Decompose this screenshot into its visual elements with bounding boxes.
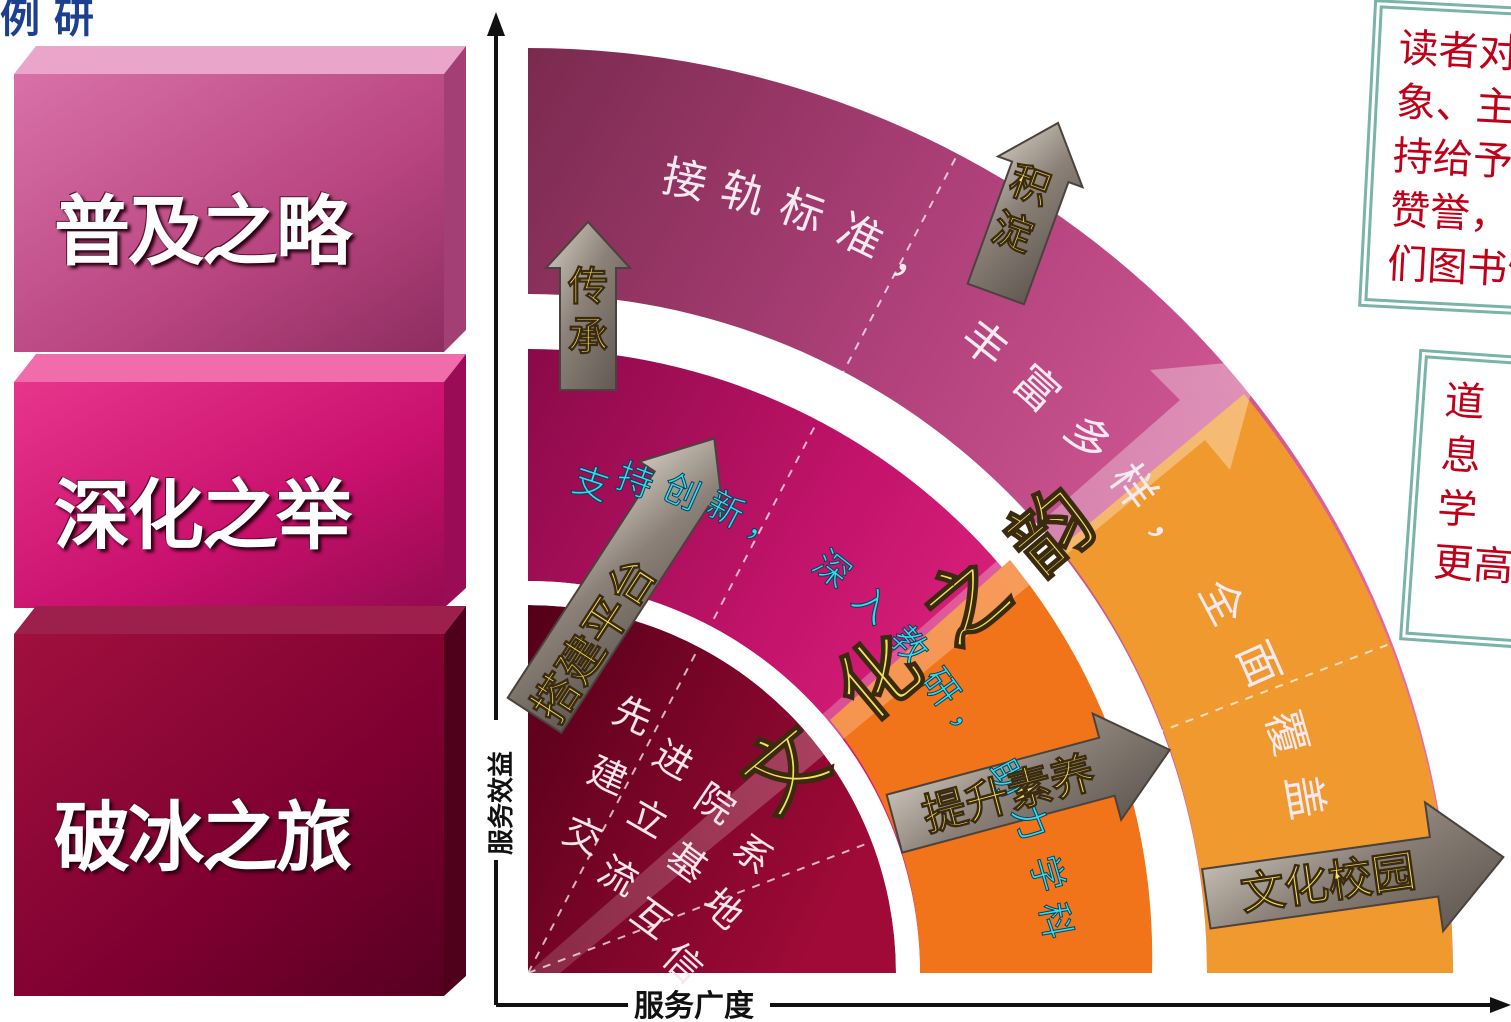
phase-box-shape (14, 606, 466, 996)
callout-line: 道 (1443, 377, 1487, 427)
callout-line: 赞誉， (1388, 187, 1511, 240)
x-axis-label: 服务广度 (634, 989, 754, 1022)
callout-line: 更高 (1431, 539, 1511, 591)
page-title: 例 研 (0, 0, 94, 42)
callout-reader-praise: 读者对 象、主 持给予 赞誉， 们图书馆 (1364, 5, 1511, 311)
phase-box-deepen: 深化之举 (14, 348, 466, 610)
callout-line: 们图书馆 (1386, 241, 1511, 296)
callout-line: 读者对 (1397, 25, 1511, 78)
phase-box-icebreak: 破冰之旅 (14, 600, 466, 998)
big-diagonal-arrow (528, 360, 1260, 973)
phase-box-shape (14, 354, 466, 608)
callout-line: 持给予 (1391, 133, 1511, 186)
arrow-label-chuancheng-1: 传 (567, 264, 608, 310)
phase-box-shape (14, 46, 466, 352)
callout-line: 学 (1435, 485, 1479, 535)
y-axis-arrowhead (487, 12, 505, 36)
arrow-wenhua (1201, 800, 1505, 934)
arrow-label-chuancheng-2: 承 (568, 314, 608, 360)
phase-box-popularize: 普及之略 (14, 40, 466, 354)
callout-line: 息 (1439, 431, 1483, 481)
arrow-jidian (966, 121, 1085, 306)
arrow-dajian (506, 437, 725, 735)
callout-info: 道 息 学 更高 (1405, 355, 1511, 645)
arrow-chuancheng (543, 220, 633, 391)
svg-text:盖: 盖 (1275, 771, 1333, 823)
x-axis-arrowhead (1490, 997, 1511, 1013)
band-outer-orange (1060, 394, 1453, 973)
svg-text:科: 科 (1031, 899, 1078, 942)
arrow-tisheng (885, 711, 1172, 854)
y-axis-label: 服务效益 (486, 751, 517, 855)
callout-line: 象、主 (1394, 79, 1511, 132)
band-inner (528, 605, 896, 973)
phase-label: 破冰之旅 (54, 793, 352, 882)
svg-text:接: 接 (658, 151, 712, 210)
phase-label: 深化之举 (54, 471, 352, 560)
phase-label: 普及之略 (54, 187, 352, 276)
